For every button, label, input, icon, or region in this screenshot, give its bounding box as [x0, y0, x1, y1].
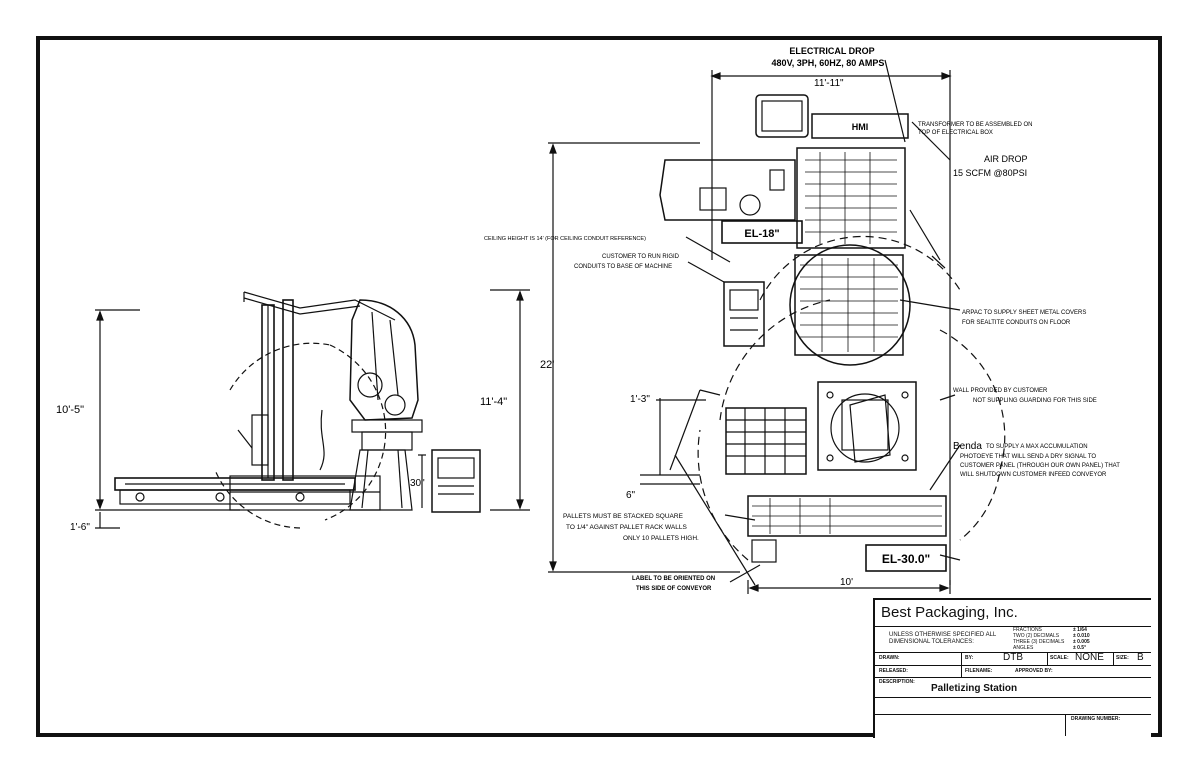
drawing-number-label: DRAWING NUMBER: — [1071, 716, 1121, 722]
released-label: RELEASED: — [879, 668, 908, 674]
tolerance-label: UNLESS OTHERWISE SPECIFIED ALL DIMENSION… — [889, 632, 997, 645]
description-label: DESCRIPTION: — [879, 679, 915, 685]
approved-label: APPROVED BY: — [1015, 668, 1053, 674]
title-block-number-row: DRAWING NUMBER: — [875, 714, 1151, 736]
pallets-note-3: ONLY 10 PALLETS HIGH. — [623, 535, 699, 542]
dim-side-conveyor: 30" — [410, 478, 425, 489]
dim-side-height-left: 10'-5" — [56, 404, 84, 416]
wall-note-1: WALL PROVIDED BY CUSTOMER — [953, 388, 1048, 394]
arpac-note-1: ARPAC TO SUPPLY SHEET METAL COVERS — [962, 310, 1086, 316]
description-value: Palletizing Station — [931, 683, 1018, 694]
benda-note-3: CUSTOMER PANEL (THROUGH OUR OWN PANEL) T… — [960, 463, 1120, 469]
dim-1-3: 1'-3" — [630, 394, 650, 405]
ceiling-note: CEILING HEIGHT IS 14' (FOR CEILING CONDU… — [484, 236, 646, 242]
title-block-company-row: Best Packaging, Inc. — [875, 600, 1151, 627]
el-30-label: EL-30.0" — [882, 552, 930, 566]
customer-note-2: CONDUITS TO BASE OF MACHINE — [574, 264, 672, 270]
wall-note-2: NOT SUPPLING GUARDING FOR THIS SIDE — [973, 398, 1097, 404]
scale-value: NONE — [1075, 652, 1104, 663]
dim-side-base: 1'-6" — [70, 522, 90, 533]
scale-label: SCALE: — [1050, 655, 1069, 661]
arpac-note-2: FOR SEALTITE CONDUITS ON FLOOR — [962, 320, 1071, 326]
tolerance-row: TWO (2) DECIMALS± 0.010 — [1013, 633, 1090, 639]
pallets-note-1: PALLETS MUST BE STACKED SQUARE — [563, 513, 684, 520]
drawn-label: DRAWN: — [879, 655, 900, 661]
title-block-drawn-row: DRAWN: BY: DTB SCALE: NONE SIZE: B — [875, 652, 1151, 666]
sheet-border — [36, 36, 1162, 737]
transformer-note-1: TRANSFORMER TO BE ASSEMBLED ON — [918, 122, 1032, 128]
tolerance-row: FRACTIONS± 1/64 — [1013, 627, 1087, 633]
title-block-description-row: DESCRIPTION: Palletizing Station — [875, 677, 1151, 698]
el-18-label: EL-18" — [744, 228, 779, 240]
size-value: B — [1137, 652, 1144, 663]
title-block-release-row: RELEASED: FILENAME: APPROVED BY: — [875, 665, 1151, 678]
air-drop-spec: 15 SCFM @80PSI — [953, 168, 1027, 178]
tolerance-row: THREE (3) DECIMALS± 0.005 — [1013, 639, 1090, 645]
plan-view — [548, 59, 1006, 594]
customer-note-1: CUSTOMER TO RUN RIGID — [602, 254, 680, 260]
benda-note-2: PHOTOEYE THAT WILL SEND A DRY SIGNAL TO — [960, 454, 1096, 460]
title-block: Best Packaging, Inc. UNLESS OTHERWISE SP… — [873, 598, 1151, 738]
dim-6: 6" — [626, 490, 636, 501]
size-label: SIZE: — [1116, 655, 1129, 661]
benda-note-1: TO SUPPLY A MAX ACCUMULATION — [986, 444, 1088, 450]
label-note-2: THIS SIDE OF CONVEYOR — [636, 586, 712, 592]
pallets-note-2: TO 1/4" AGAINST PALLET RACK WALLS — [566, 524, 687, 531]
title-block-tolerance-row: UNLESS OTHERWISE SPECIFIED ALL DIMENSION… — [875, 626, 1151, 653]
transformer-note-2: TOP OF ELECTRICAL BOX — [918, 130, 993, 136]
side-view — [95, 289, 530, 529]
hmi-label: HMI — [852, 122, 869, 132]
dim-plan-length: 22' — [540, 359, 554, 371]
dim-plan-10: 10' — [840, 577, 853, 588]
electrical-drop-spec: 480V, 3PH, 60HZ, 80 AMPS — [772, 58, 885, 68]
dim-plan-width: 11'-11" — [814, 78, 844, 89]
by-label: BY: — [965, 655, 974, 661]
tolerance-row: ANGLES± 0.5° — [1013, 645, 1087, 651]
benda-note-4: WILL SHUTDOWN CUSTOMER INFEED CONVEYOR — [960, 472, 1107, 478]
by-value: DTB — [1003, 652, 1023, 663]
electrical-drop-title: ELECTRICAL DROP — [789, 46, 874, 56]
dim-side-height-right: 11'-4" — [480, 396, 507, 408]
title-block-blank-row — [875, 697, 1151, 715]
benda-word: Benda — [953, 441, 982, 452]
tolerance-table: FRACTIONS± 1/64 TWO (2) DECIMALS± 0.010 … — [1013, 627, 1090, 651]
air-drop-title: AIR DROP — [984, 154, 1028, 164]
label-note-1: LABEL TO BE ORIENTED ON — [632, 576, 715, 582]
filename-label: FILENAME: — [965, 668, 993, 674]
company-name: Best Packaging, Inc. — [881, 604, 1018, 621]
